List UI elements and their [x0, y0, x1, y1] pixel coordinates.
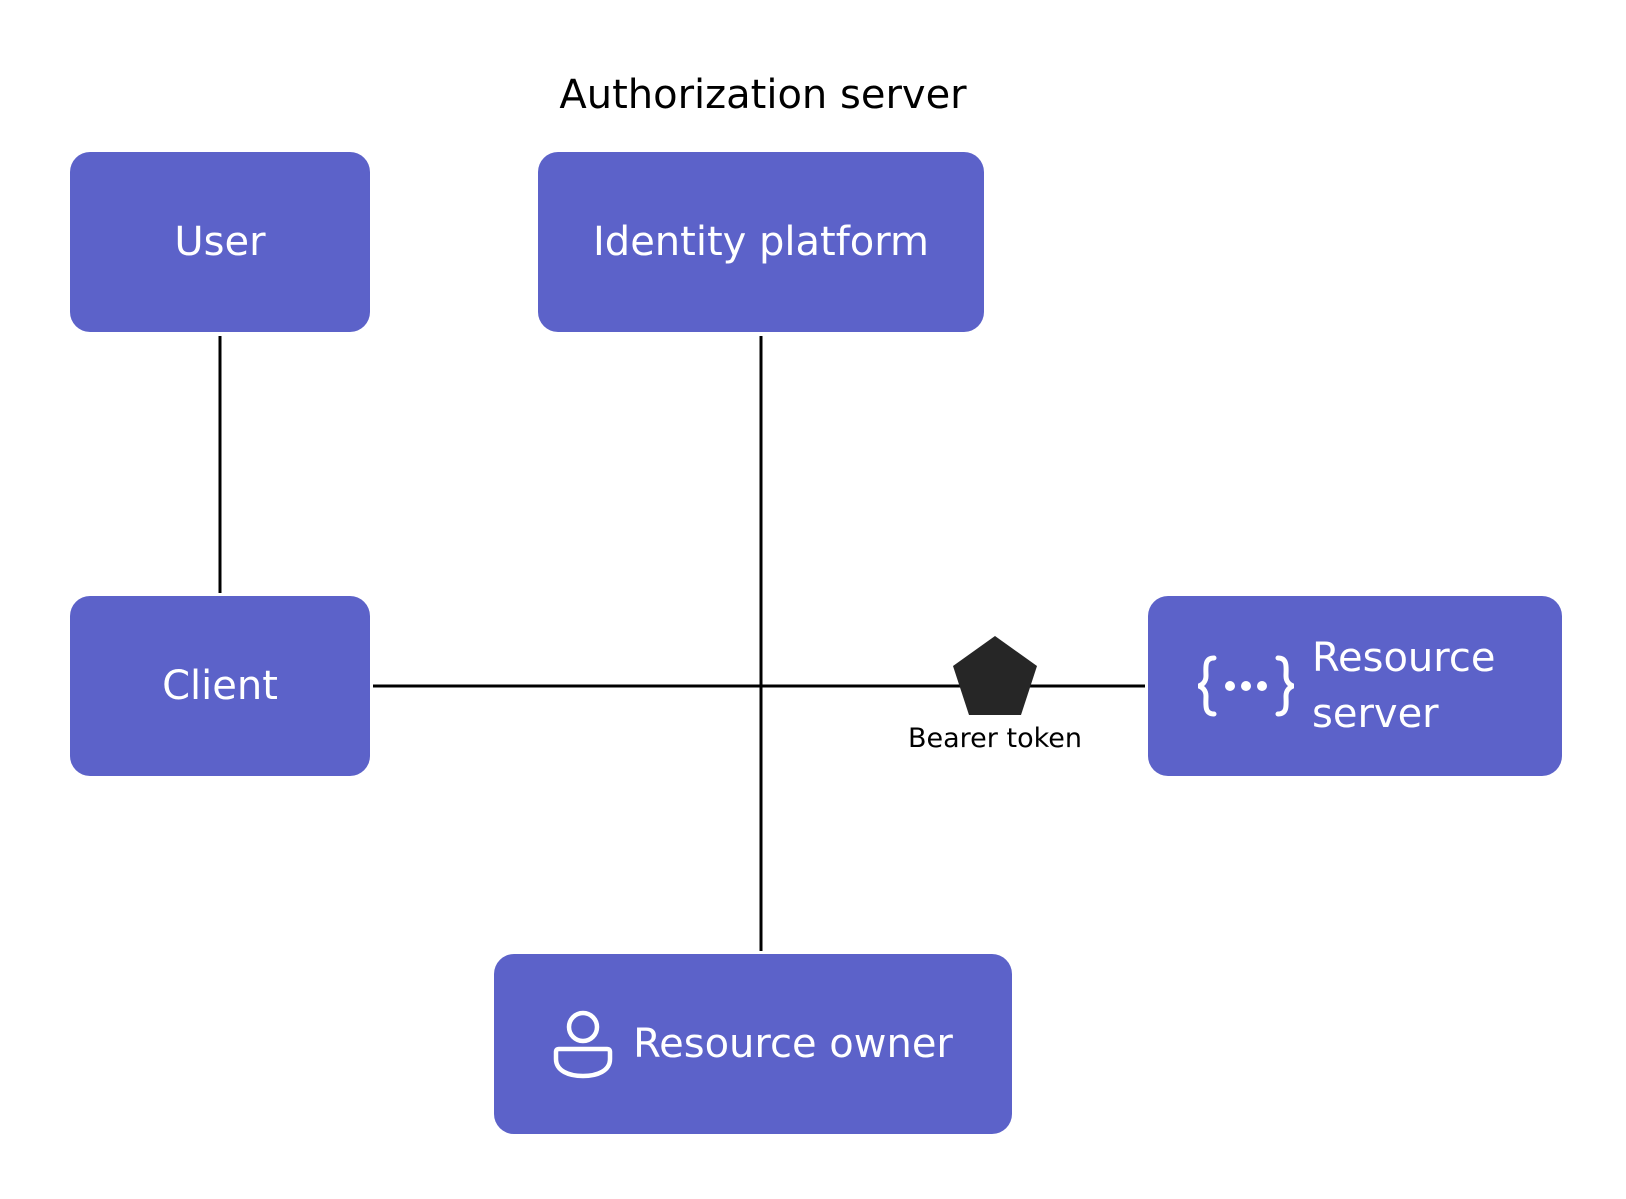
resource-owner-node: Resource owner: [494, 954, 1012, 1134]
identity-platform-label: Identity platform: [593, 219, 929, 265]
resource-server-node: Resource server: [1148, 596, 1562, 776]
user-label: User: [174, 219, 266, 265]
resource-owner-label: Resource owner: [633, 1021, 953, 1067]
code-braces-icon: [1198, 655, 1294, 717]
user-node: User: [70, 152, 370, 332]
authorization-server-label: Authorization server: [559, 72, 967, 118]
client-node: Client: [70, 596, 370, 776]
bearer-token-icon: [953, 636, 1037, 715]
bearer-token-label: Bearer token: [908, 723, 1082, 754]
resource-server-label: Resource server: [1312, 635, 1496, 737]
client-label: Client: [162, 663, 278, 709]
identity-platform-node: Identity platform: [538, 152, 984, 332]
person-icon: [553, 1010, 613, 1079]
